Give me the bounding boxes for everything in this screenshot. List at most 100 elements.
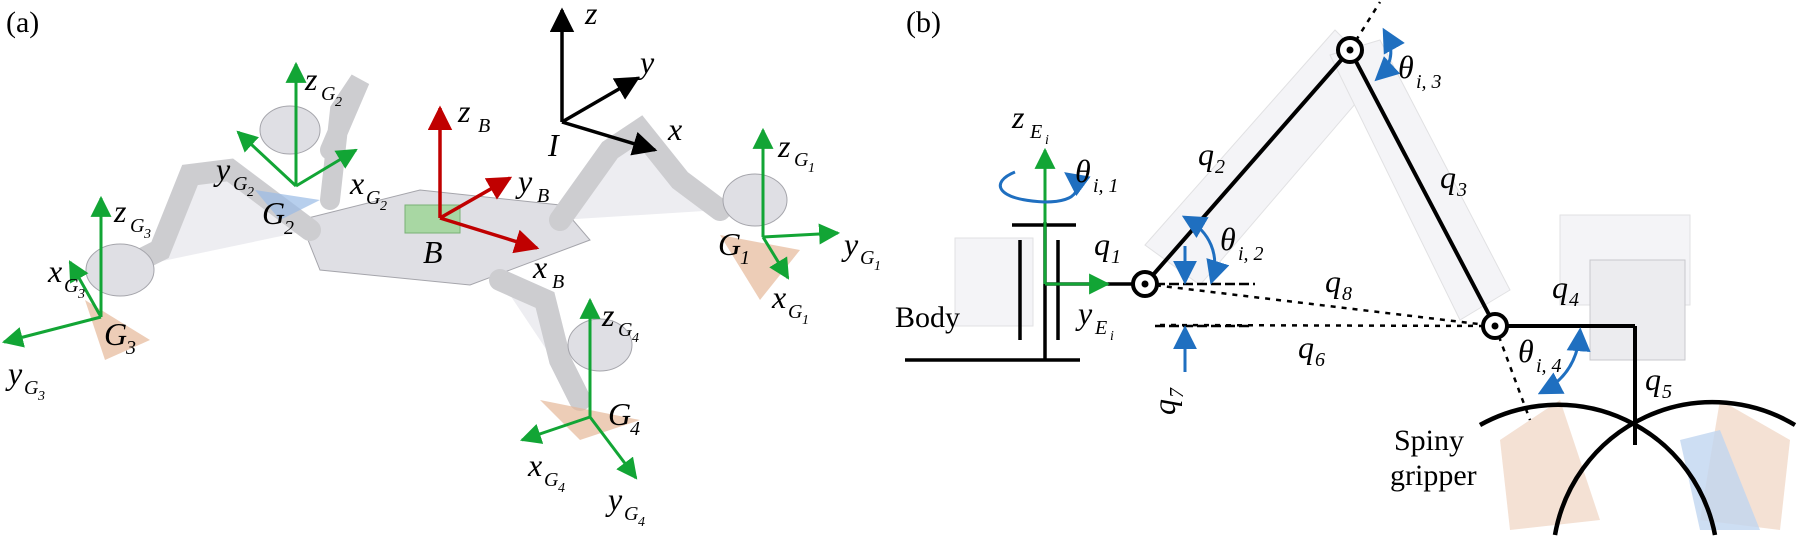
- spiny-gripper-label-2: gripper: [1390, 459, 1477, 492]
- end-frame: [1034, 147, 1111, 295]
- svg-text:4: 4: [632, 331, 639, 346]
- svg-text:E: E: [1029, 121, 1042, 143]
- q7-label: q 7: [1146, 387, 1188, 415]
- svg-text:G: G: [366, 187, 381, 209]
- svg-text:q: q: [1298, 329, 1314, 365]
- spiny-gripper-outline: [1478, 399, 1797, 536]
- svg-text:y: y: [605, 481, 623, 517]
- svg-text:B: B: [478, 115, 490, 137]
- svg-text:4: 4: [558, 481, 565, 496]
- gripper-1-body: [722, 173, 788, 227]
- svg-text:5: 5: [1662, 381, 1672, 403]
- body-x-label: x B: [532, 249, 564, 293]
- svg-text:z: z: [601, 297, 615, 333]
- panel-a-label: (a): [6, 6, 39, 39]
- svg-text:8: 8: [1342, 283, 1352, 305]
- svg-text:1: 1: [802, 313, 809, 328]
- svg-text:q: q: [1325, 263, 1341, 299]
- g1-origin-label: G 1: [718, 226, 750, 269]
- panel-a: (a) z y x I: [1, 0, 881, 530]
- svg-text:z: z: [777, 128, 791, 164]
- body-label: Body: [895, 301, 960, 334]
- robot-illustration: [85, 74, 800, 440]
- svg-text:y: y: [841, 226, 859, 262]
- g1-y-label: y G 1: [841, 226, 881, 274]
- svg-text:G: G: [104, 316, 127, 352]
- leg-mechanism-background: [954, 29, 1790, 530]
- svg-text:6: 6: [1315, 349, 1325, 371]
- theta2-arc-arrow: [1181, 215, 1230, 285]
- svg-text:G: G: [624, 503, 639, 525]
- svg-text:i, 2: i, 2: [1238, 243, 1264, 265]
- gripper-frame-1: [752, 127, 841, 280]
- g4-origin-label: G 4: [608, 396, 640, 440]
- gripper-3-body: [85, 243, 155, 297]
- svg-text:G: G: [618, 319, 633, 341]
- g1-y-arrow: [762, 223, 841, 245]
- gripper-arc-right: [1552, 399, 1797, 536]
- svg-text:4: 4: [1569, 289, 1579, 311]
- gripper-frame-3: [1, 195, 112, 348]
- g4-z-label: z G 4: [601, 297, 639, 346]
- gripper-2-claw: [255, 190, 320, 220]
- svg-text:3: 3: [1456, 179, 1467, 201]
- g3-x-arrow: [68, 260, 103, 318]
- svg-text:i, 3: i, 3: [1416, 71, 1442, 93]
- theta1-rotation-arrow: [998, 170, 1091, 204]
- gripper-4-claw: [540, 400, 640, 440]
- svg-text:y: y: [5, 355, 23, 391]
- gripper-frame-2: [236, 61, 358, 188]
- body-frame: [427, 105, 540, 254]
- svg-text:G: G: [794, 149, 809, 171]
- svg-text:x: x: [47, 253, 62, 289]
- svg-text:q: q: [1146, 399, 1182, 415]
- g2-z-label: z G 2: [304, 61, 342, 110]
- svg-text:G: G: [64, 275, 79, 297]
- svg-text:B: B: [537, 185, 549, 207]
- g2-x-label: x G 2: [349, 165, 387, 214]
- svg-text:q: q: [1645, 361, 1661, 397]
- link-q6-dashed: [1159, 323, 1496, 328]
- link-q2: [1143, 48, 1352, 286]
- gripper-2-body: [259, 105, 321, 155]
- g4-x-arrow: [520, 415, 591, 444]
- body-y-label: y B: [515, 163, 549, 207]
- svg-text:θ: θ: [1075, 153, 1091, 189]
- svg-text:i: i: [1045, 133, 1049, 148]
- inertial-y-arrow: [561, 76, 641, 124]
- svg-text:7: 7: [1166, 387, 1188, 398]
- inertial-origin-label: I: [547, 127, 560, 163]
- svg-text:x: x: [771, 279, 786, 315]
- q7-offset: [1155, 282, 1255, 328]
- svg-text:y: y: [1075, 295, 1093, 331]
- leg-1: [549, 115, 731, 231]
- svg-text:x: x: [527, 447, 542, 483]
- svg-text:G: G: [262, 195, 285, 231]
- svg-text:1: 1: [740, 247, 750, 269]
- g4-x-label: x G 4: [527, 447, 565, 496]
- joints: [1131, 36, 1509, 340]
- spiny-claw-left: [1500, 400, 1600, 530]
- ei-y-label: y E i: [1075, 295, 1114, 344]
- svg-text:G: G: [24, 377, 39, 399]
- kinematic-chain: [1143, 48, 1637, 445]
- svg-text:B: B: [552, 271, 564, 293]
- svg-text:4: 4: [638, 515, 645, 530]
- gripper-frame-4: [520, 297, 638, 480]
- body-x-arrow: [439, 216, 540, 254]
- svg-text:2: 2: [1215, 156, 1225, 178]
- svg-text:1: 1: [874, 259, 881, 274]
- link-q3: [1348, 49, 1497, 327]
- g1-x-label: x G 1: [771, 279, 809, 328]
- panel-b: (b): [895, 1, 1797, 536]
- theta3-arc-arrow: [1374, 27, 1405, 82]
- ei-z-label: z E i: [1011, 99, 1049, 148]
